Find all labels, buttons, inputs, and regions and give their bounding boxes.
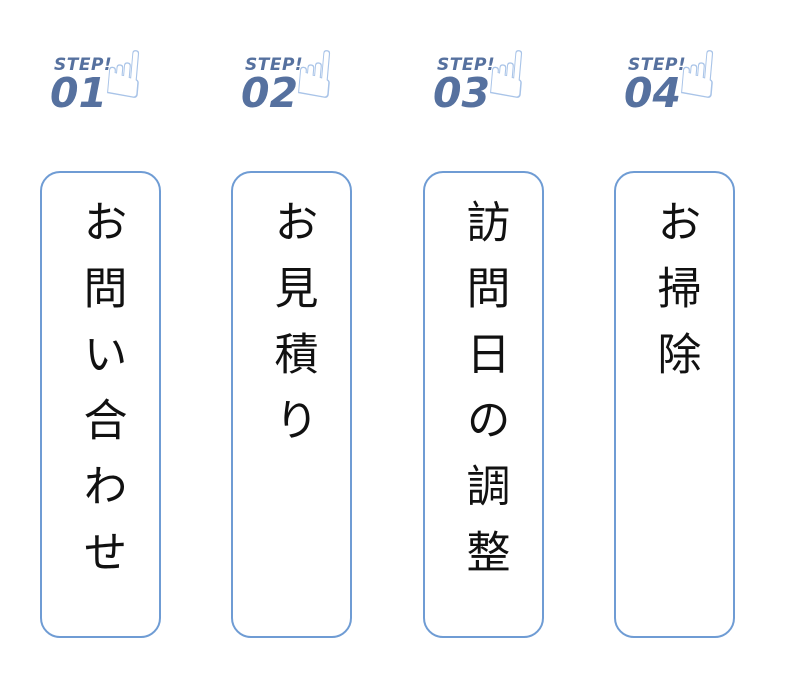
step-label-group: STEP! 04	[624, 55, 687, 113]
step-column-3: STEP! 03 ☝ 訪問日の調整	[423, 0, 544, 682]
step-box: お掃除	[614, 171, 735, 638]
step-label: STEP!	[54, 55, 113, 75]
step-header: STEP! 04 ☝	[620, 34, 770, 140]
step-number: 01	[50, 68, 108, 117]
step-title: お見積り	[266, 199, 318, 463]
step-title: お掃除	[649, 199, 701, 397]
step-label-group: STEP! 02	[241, 55, 304, 113]
step-label-group: STEP! 01	[50, 55, 113, 113]
step-box: お問い合わせ	[40, 171, 161, 638]
step-title: お問い合わせ	[75, 199, 127, 595]
step-header: STEP! 02 ☝	[237, 34, 387, 140]
step-title: 訪問日の調整	[458, 199, 510, 595]
step-number: 02	[241, 68, 299, 117]
step-box: 訪問日の調整	[423, 171, 544, 638]
step-label-group: STEP! 03	[433, 55, 496, 113]
step-label: STEP!	[437, 55, 496, 75]
step-label: STEP!	[245, 55, 304, 75]
step-column-1: STEP! 01 ☝ お問い合わせ	[40, 0, 161, 682]
step-number: 04	[624, 68, 682, 117]
step-column-2: STEP! 02 ☝ お見積り	[231, 0, 352, 682]
step-number: 03	[433, 68, 491, 117]
step-column-4: STEP! 04 ☝ お掃除	[614, 0, 735, 682]
step-header: STEP! 01 ☝	[46, 34, 196, 140]
step-box: お見積り	[231, 171, 352, 638]
step-label: STEP!	[628, 55, 687, 75]
step-header: STEP! 03 ☝	[429, 34, 579, 140]
